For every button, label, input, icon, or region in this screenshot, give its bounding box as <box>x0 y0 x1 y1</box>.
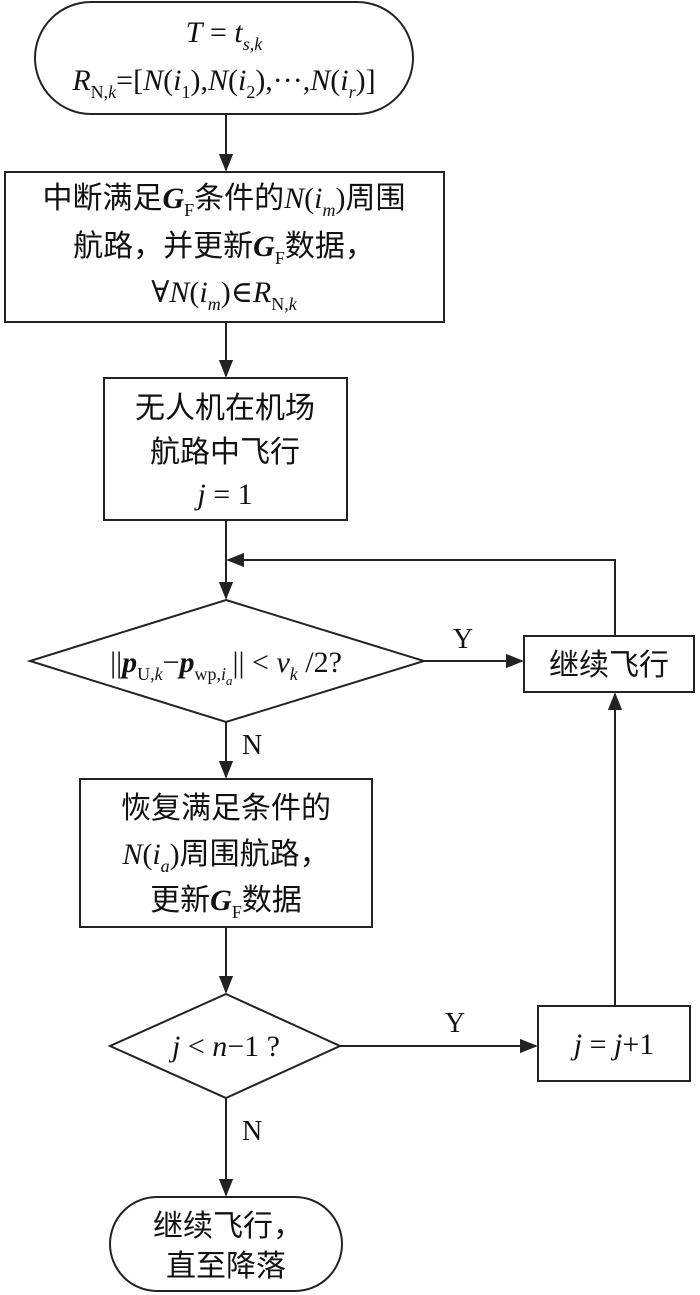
step1-line1: 中断满足GF条件的N(im)周围 <box>42 181 405 220</box>
increment-label: j = j+1 <box>570 1028 655 1061</box>
process-increment-j: j = j+1 <box>537 1005 691 1082</box>
start-line1: T = ts,k <box>186 16 263 54</box>
decision2-no-label: N <box>242 1116 262 1147</box>
process-uav-flying: 无人机在机场 航路中飞行 j = 1 <box>103 377 348 521</box>
process-interrupt-routes: 中断满足GF条件的N(im)周围 航路，并更新GF数据， ∀N(im)∈RN,k <box>4 171 445 323</box>
step2-line1: 无人机在机场 <box>135 391 315 426</box>
end-line2: 直至降落 <box>166 1249 286 1284</box>
step1-line3: ∀N(im)∈RN,k <box>151 276 298 314</box>
decision1-yes-label: Y <box>453 624 473 655</box>
decision-counter-check: j < n−1 ? <box>107 992 343 1100</box>
process-continue-flying: 继续飞行 <box>523 635 695 693</box>
start-terminator: T = ts,k RN,k=[N(i1),N(i2),···,N(ir)] <box>34 1 414 115</box>
step3-line2: N(ia)周围航路， <box>121 837 329 876</box>
connector-loop-back <box>226 552 616 636</box>
step3-line3: 更新GF数据 <box>150 883 302 922</box>
decision2-condition: j < n−1 ? <box>168 1030 280 1063</box>
start-line2: RN,k=[N(i1),N(i2),···,N(ir)] <box>71 64 375 102</box>
decision-distance-check: ||pU,k−pwp,ia|| < vk /2? <box>26 598 428 724</box>
step1-line2: 航路，并更新GF数据， <box>73 229 375 268</box>
step2-line3: j = 1 <box>193 478 252 511</box>
process-restore-routes: 恢复满足条件的 N(ia)周围航路， 更新GF数据 <box>79 778 373 928</box>
decision1-no-label: N <box>242 730 262 761</box>
continue-label: 继续飞行 <box>549 648 669 683</box>
step2-line2: 航路中飞行 <box>150 435 300 470</box>
step3-line1: 恢复满足条件的 <box>121 791 331 826</box>
decision2-yes-label: Y <box>445 1008 465 1039</box>
end-terminator: 继续飞行， 直至降落 <box>109 1196 343 1292</box>
decision1-condition: ||pU,k−pwp,ia|| < vk /2? <box>110 646 342 688</box>
end-line1: 继续飞行， <box>153 1209 303 1244</box>
